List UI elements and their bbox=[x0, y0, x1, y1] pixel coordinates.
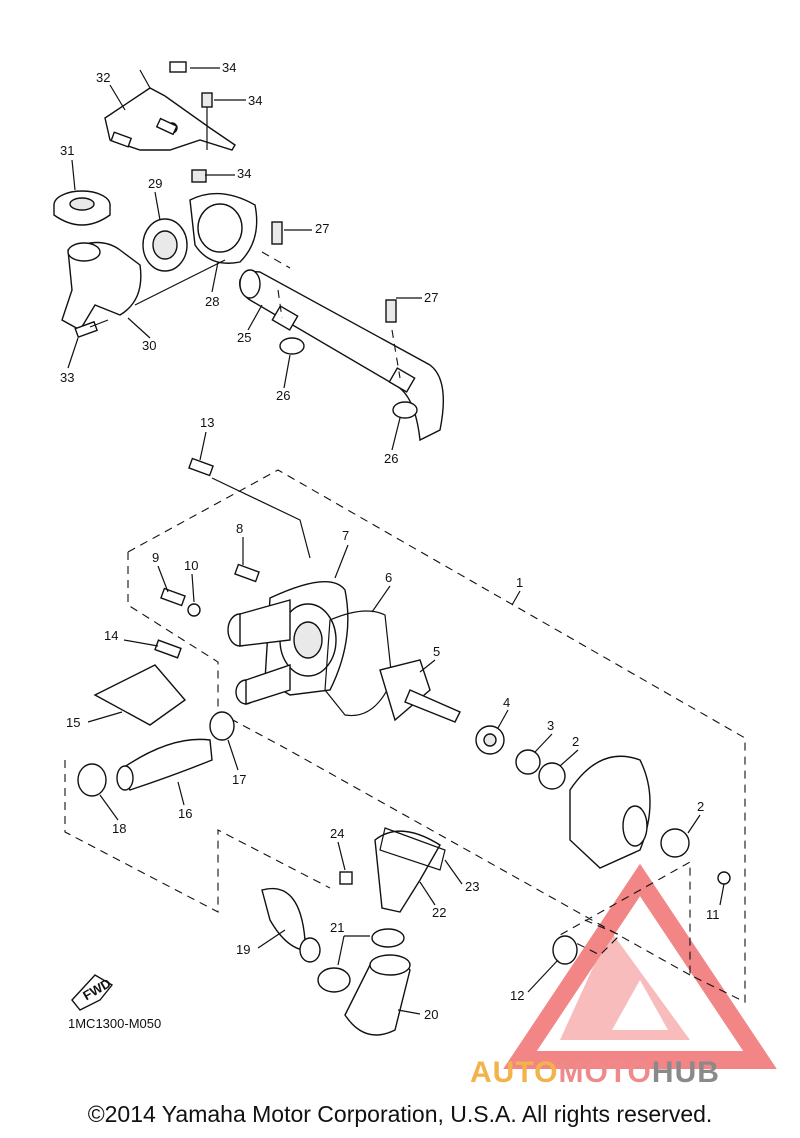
label-18: 18 bbox=[112, 821, 126, 836]
label-7: 6 bbox=[385, 570, 392, 585]
label-34-b: 34 bbox=[248, 93, 262, 108]
label-23: 23 bbox=[465, 879, 479, 894]
label-19: 19 bbox=[236, 942, 250, 957]
label-16: 16 bbox=[178, 806, 192, 821]
label-26-a: 26 bbox=[276, 388, 290, 403]
copyright-notice: ©2014 Yamaha Motor Corporation, U.S.A. A… bbox=[87, 1101, 713, 1127]
label-31: 31 bbox=[60, 143, 74, 158]
label-8: 8 bbox=[236, 521, 243, 536]
label-30: 30 bbox=[142, 338, 156, 353]
label-20: 20 bbox=[424, 1007, 438, 1022]
label-25: 25 bbox=[237, 330, 251, 345]
label-21: 21 bbox=[330, 920, 344, 935]
label-24: 24 bbox=[330, 826, 344, 841]
label-6: 7 bbox=[342, 528, 349, 543]
label-27-a: 27 bbox=[315, 221, 329, 236]
watermark-auto: AUTO bbox=[470, 1056, 559, 1089]
label-17: 17 bbox=[232, 772, 246, 787]
label-10: 10 bbox=[184, 558, 198, 573]
label-9: 9 bbox=[152, 550, 159, 565]
label-29: 29 bbox=[148, 176, 162, 191]
label-5: 5 bbox=[433, 644, 440, 659]
label-14: 14 bbox=[104, 628, 118, 643]
watermark-hub: HUB bbox=[651, 1056, 720, 1089]
water-pump-group bbox=[64, 457, 746, 1036]
leader-lines bbox=[67, 67, 725, 1015]
label-22: 22 bbox=[432, 905, 446, 920]
label-11: 11 bbox=[706, 907, 720, 922]
label-3: 3 bbox=[547, 718, 554, 733]
label-2-b: 2 bbox=[697, 799, 704, 814]
label-33: 33 bbox=[60, 370, 74, 385]
part-labels: 34 34 34 32 31 29 27 27 28 25 30 33 26 2… bbox=[60, 60, 720, 1022]
label-32: 32 bbox=[96, 70, 110, 85]
label-13: 13 bbox=[200, 415, 214, 430]
label-1: 1 bbox=[516, 575, 523, 590]
watermark-logo bbox=[503, 863, 777, 1069]
label-27-b: 27 bbox=[424, 290, 438, 305]
label-15: 15 bbox=[66, 715, 80, 730]
label-2-a: 2 bbox=[572, 734, 579, 749]
label-4: 4 bbox=[503, 695, 510, 710]
watermark-text: AUTOMOTOHUB bbox=[470, 1056, 720, 1090]
watermark-moto: MOTO bbox=[558, 1056, 652, 1089]
label-34-a: 34 bbox=[222, 60, 236, 75]
label-34-c: 34 bbox=[237, 166, 251, 181]
label-28: 28 bbox=[205, 294, 219, 309]
thermostat-group bbox=[53, 61, 445, 442]
diagram-code: 1MC1300-M050 bbox=[68, 1016, 162, 1031]
label-26-b: 26 bbox=[384, 451, 398, 466]
label-12: 12 bbox=[510, 988, 524, 1003]
